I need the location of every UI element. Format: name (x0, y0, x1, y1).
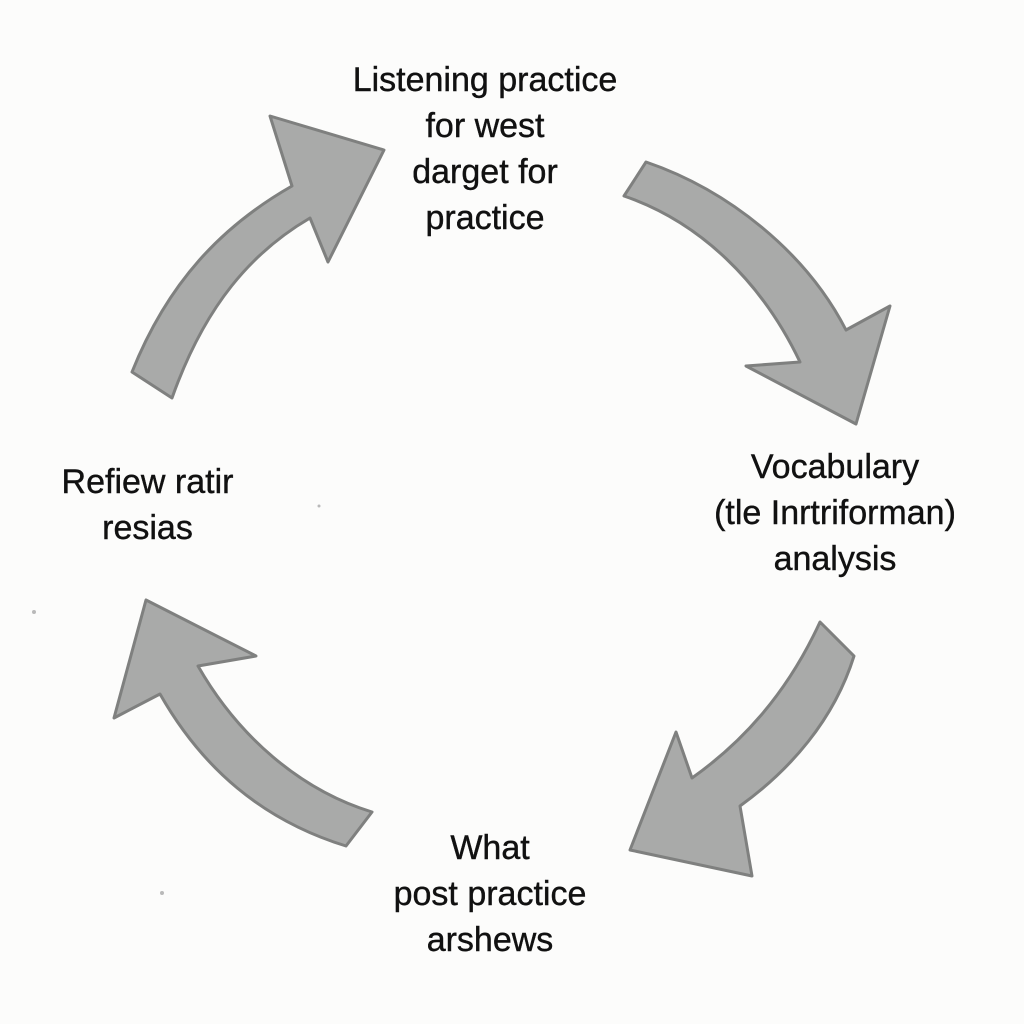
cycle-arrow-top-to-right (622, 160, 892, 426)
node-label-line: What (450, 829, 530, 867)
cycle-arrow-left-to-top (130, 114, 386, 400)
scan-speck (32, 610, 36, 614)
node-label-line: (tle Inrtriforman) (714, 494, 956, 532)
node-label-line: Vocabulary (750, 448, 920, 486)
cycle-arrow-bottom-to-left (112, 598, 374, 848)
node-label-right: Vocabulary (tle Inrtriforman) analysis (660, 444, 1010, 582)
node-label-line: analysis (773, 540, 897, 578)
scan-speck (317, 504, 321, 508)
node-label-line: post practice (393, 875, 587, 913)
node-label-left: Refiew ratir resias (20, 459, 275, 551)
node-label-top: Listening practice for west darget for p… (295, 57, 675, 241)
scan-speck (160, 891, 164, 895)
node-label-bottom: What post practice arshews (330, 825, 650, 963)
node-label-line: for west (425, 107, 545, 145)
node-label-line: resias (102, 509, 193, 547)
node-label-line: Refiew ratir (61, 463, 234, 501)
cycle-arrow-right-to-bottom (628, 620, 856, 878)
node-label-line: Listening practice (352, 61, 618, 99)
node-label-line: practice (425, 199, 545, 237)
node-label-line: darget for (412, 153, 558, 191)
node-label-line: arshews (426, 921, 554, 959)
